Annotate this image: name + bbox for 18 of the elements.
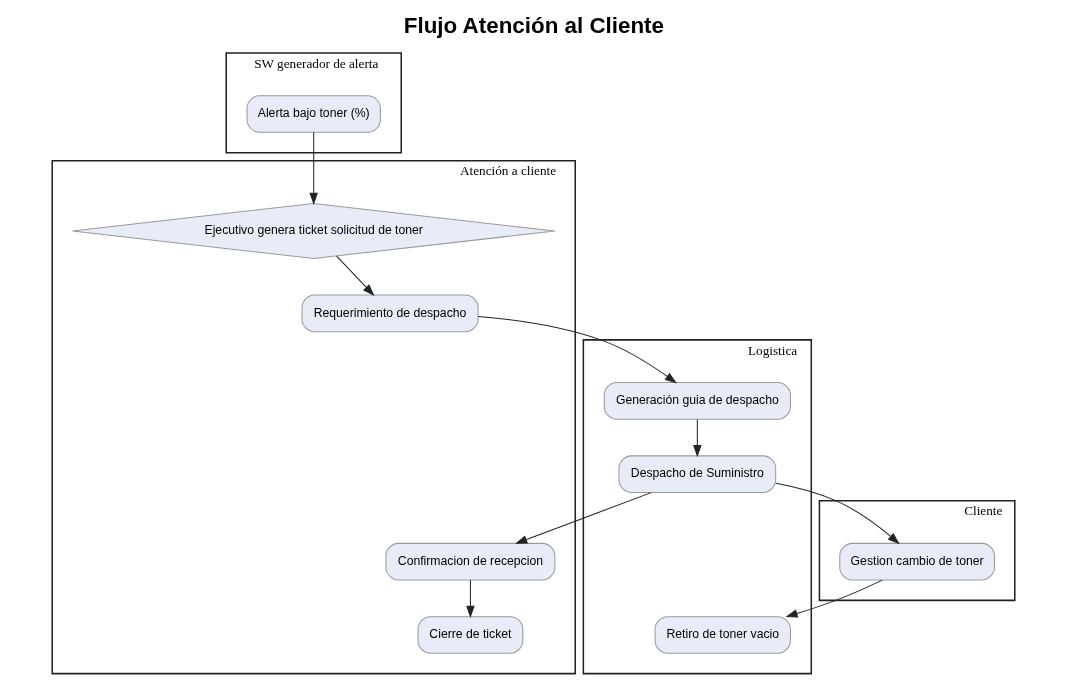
node-box: Retiro de toner vacio (654, 616, 791, 654)
node-box: Generación guia de despacho (603, 382, 791, 420)
node-box: Requerimiento de despacho (301, 294, 479, 333)
arrow (693, 419, 702, 458)
node-box: Gestion cambio de toner (839, 542, 995, 581)
arrow (336, 255, 375, 297)
arrow (775, 482, 900, 545)
arrow (466, 579, 475, 619)
diagram-title: Flujo Atención al Cliente (403, 13, 664, 39)
arrow (309, 131, 318, 205)
node-box: Cierre de ticket (417, 616, 524, 654)
node-box: Confirmacion de recepcion (385, 542, 556, 581)
arrow (515, 492, 652, 544)
node-diamond: Ejecutivo genera ticket solicitud de toner (72, 203, 556, 259)
arrow (785, 579, 883, 618)
arrow (477, 316, 677, 384)
node-box: Alerta bajo toner (%) (246, 95, 381, 133)
node-box: Despacho de Suministro (618, 455, 777, 493)
